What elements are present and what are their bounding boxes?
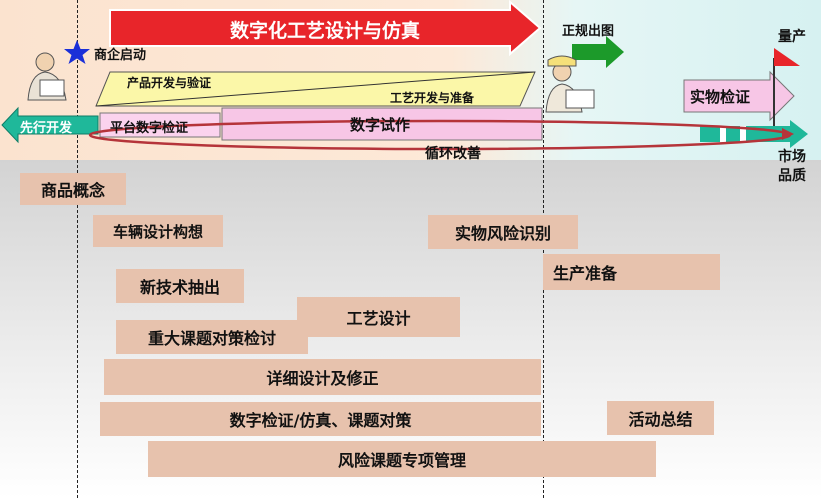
- drawing-release-label: 正规出图: [562, 24, 615, 39]
- physical-check-arrow: [683, 70, 795, 122]
- task-bar: 商品概念: [20, 173, 126, 205]
- loop-arrow-head: [782, 128, 794, 140]
- engineer-figure-right: [545, 55, 595, 113]
- task-bar: 实物风险识别: [428, 215, 578, 249]
- process-preparation-label: 工艺开发与准备: [390, 91, 475, 105]
- milestone-line-drawing: [543, 0, 544, 498]
- kickoff-star: [64, 40, 90, 64]
- task-bar: 活动总结: [607, 401, 714, 435]
- improvement-loop-label: 循环改善: [425, 146, 481, 162]
- task-bar: 工艺设计: [297, 297, 460, 337]
- kickoff-label: 商企启动: [94, 48, 147, 63]
- drawing-release-arrow: [572, 36, 624, 68]
- advance-development-arrow: [1, 106, 99, 144]
- digital-trial-label: 数字试作: [350, 116, 411, 134]
- market-arrow-stripe: [720, 126, 726, 142]
- platform-check-label: 平台数字检证: [110, 121, 189, 136]
- banner-title: 数字化工艺设计与仿真: [229, 20, 420, 42]
- market-arrow-stripe: [740, 126, 746, 142]
- task-bar: 风险课题专项管理: [148, 441, 656, 477]
- advance-development-label: 先行开发: [20, 121, 73, 136]
- engineer-figure-left: [27, 52, 67, 101]
- mass-production-flag: [774, 48, 800, 66]
- parallelogram-diagonal: [95, 71, 536, 107]
- task-bar: 详细设计及修正: [104, 359, 541, 395]
- task-bar: 生产准备: [543, 254, 720, 290]
- task-bar: 数字检证/仿真、课题对策: [100, 402, 541, 436]
- product-development-label: 产品开发与验证: [127, 76, 212, 90]
- quality-label: 品质: [778, 168, 806, 184]
- banner-arrow: [109, 0, 542, 57]
- milestone-line-start: [77, 0, 78, 498]
- digital-trial-bar: [221, 107, 543, 141]
- market-label: 市场: [778, 149, 806, 165]
- mass-production-label: 量产: [778, 29, 806, 45]
- task-bar: 重大课题对策检讨: [116, 320, 308, 354]
- task-bar: 车辆设计构想: [93, 215, 223, 247]
- task-bar: 新技术抽出: [116, 269, 244, 303]
- physical-check-label: 实物检证: [690, 88, 751, 106]
